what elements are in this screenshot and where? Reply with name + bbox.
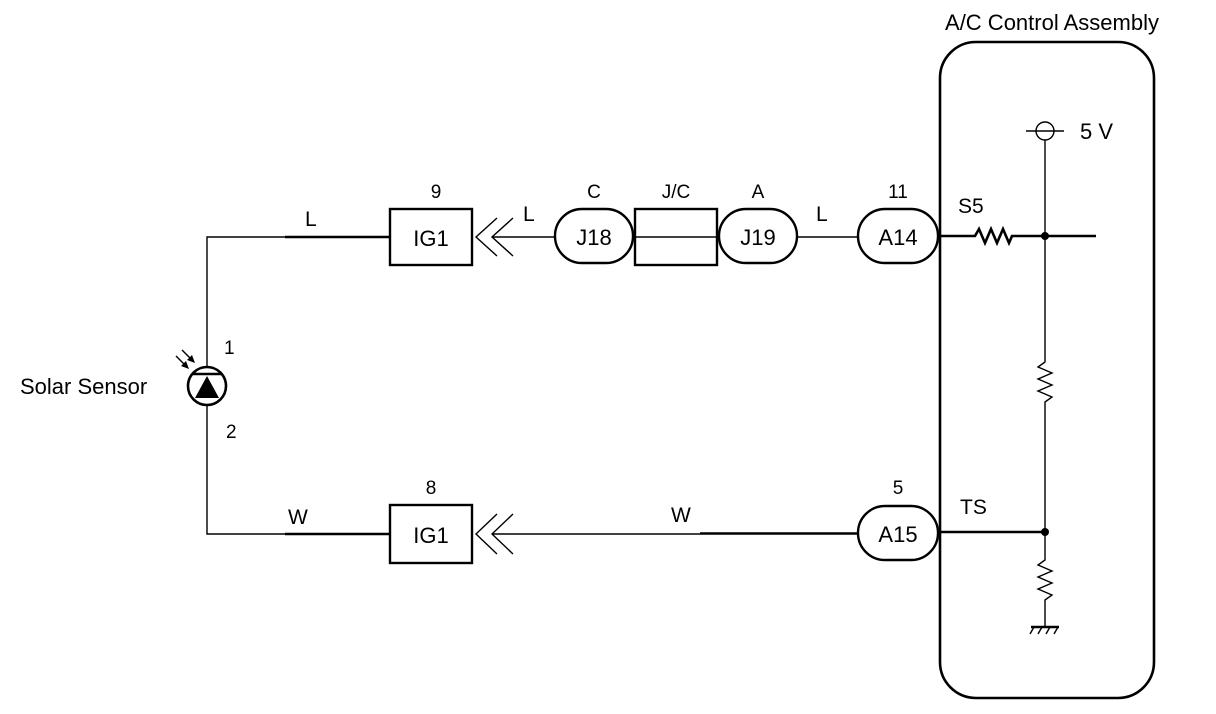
upper-connector-chevron-icon: [474, 217, 498, 257]
sensor-pin-1: 1: [224, 338, 235, 359]
upper-wire-color-left: L: [305, 208, 317, 231]
j18-pin: C: [587, 182, 601, 203]
ground-icon: [1029, 625, 1059, 635]
s5-resistor-icon: [940, 225, 1096, 247]
upper-wire-color-right: L: [816, 203, 828, 226]
solar-sensor-icon: [175, 349, 228, 407]
j19-connector: [717, 207, 799, 265]
jc-label: J/C: [662, 182, 691, 203]
j18-connector: [553, 207, 635, 265]
pulldown-resistor-icon: [1036, 532, 1054, 626]
a14-label: A14: [878, 225, 917, 250]
upper-ig1-label: IG1: [413, 226, 448, 251]
lower-wire-color-left: W: [288, 506, 308, 529]
assembly-outline: [938, 40, 1156, 700]
a15-connector: [856, 504, 940, 562]
a15-pin: 5: [893, 478, 904, 499]
j19-pin: A: [752, 182, 765, 203]
j18-label: J18: [576, 225, 611, 250]
j19-label: J19: [740, 225, 775, 250]
assembly-title: A/C Control Assembly: [945, 10, 1159, 35]
a14-connector: [856, 207, 940, 265]
upper-ig-pin: 9: [431, 182, 442, 203]
supply-voltage-label: 5 V: [1080, 119, 1113, 144]
a14-pin: 11: [888, 182, 908, 203]
lower-wire-color-right: W: [671, 504, 691, 527]
s5-terminal: S5: [958, 195, 984, 218]
a15-label: A15: [878, 522, 917, 547]
upper-wire-color-mid: L: [523, 203, 535, 226]
lower-ig1-label: IG1: [413, 523, 448, 548]
sensor-pin-2: 2: [226, 422, 237, 443]
upper-ig1-connector: [388, 207, 474, 267]
solar-sensor-label: Solar Sensor: [20, 374, 147, 399]
ts-terminal: TS: [960, 496, 987, 519]
lower-ig1-connector: [388, 503, 474, 565]
lower-ig-pin: 8: [426, 478, 437, 499]
internal-resistor-icon: [1036, 236, 1054, 532]
lower-connector-chevron-icon: [474, 513, 498, 555]
